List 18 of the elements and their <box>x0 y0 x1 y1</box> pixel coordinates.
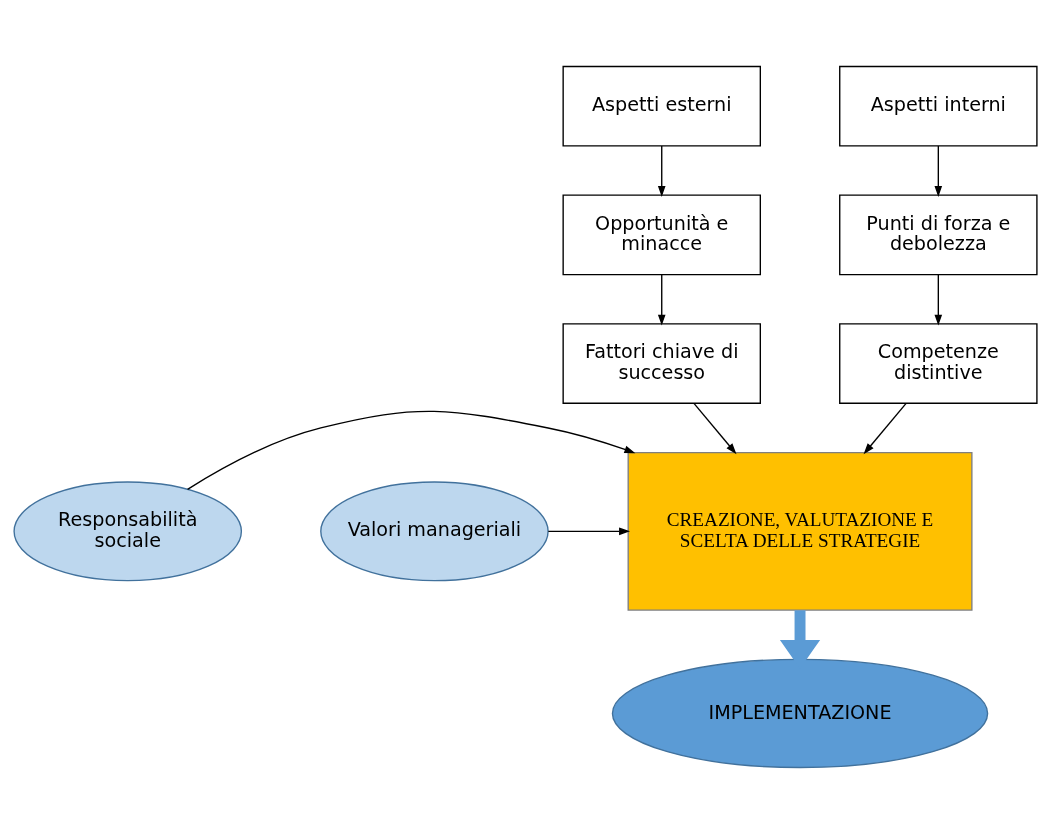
node-ellipse: Valori manageriali <box>320 481 549 582</box>
arrow <box>657 274 666 326</box>
node-box: CREAZIONE, VALUTAZIONE E SCELTA DELLE STRATEGIE <box>627 451 973 611</box>
arrow <box>693 402 737 455</box>
node-ellipse: Responsabilità sociale <box>13 481 243 582</box>
arrow <box>934 274 943 326</box>
node-box: Fattori chiave di successo <box>562 323 761 404</box>
node-box: Punti di forza e debolezza <box>839 194 1038 276</box>
arrow <box>863 402 907 455</box>
node-box: Aspetti interni <box>839 65 1038 147</box>
node-box: Opportunità e minacce <box>562 194 761 276</box>
node-box: Aspetti esterni <box>562 65 761 147</box>
arrow <box>186 410 636 490</box>
arrow <box>657 145 666 197</box>
node-box: Competenze distintive <box>839 323 1038 404</box>
arrow <box>547 527 631 536</box>
arrow <box>934 145 943 197</box>
node-ellipse: IMPLEMENTAZIONE <box>611 658 989 769</box>
